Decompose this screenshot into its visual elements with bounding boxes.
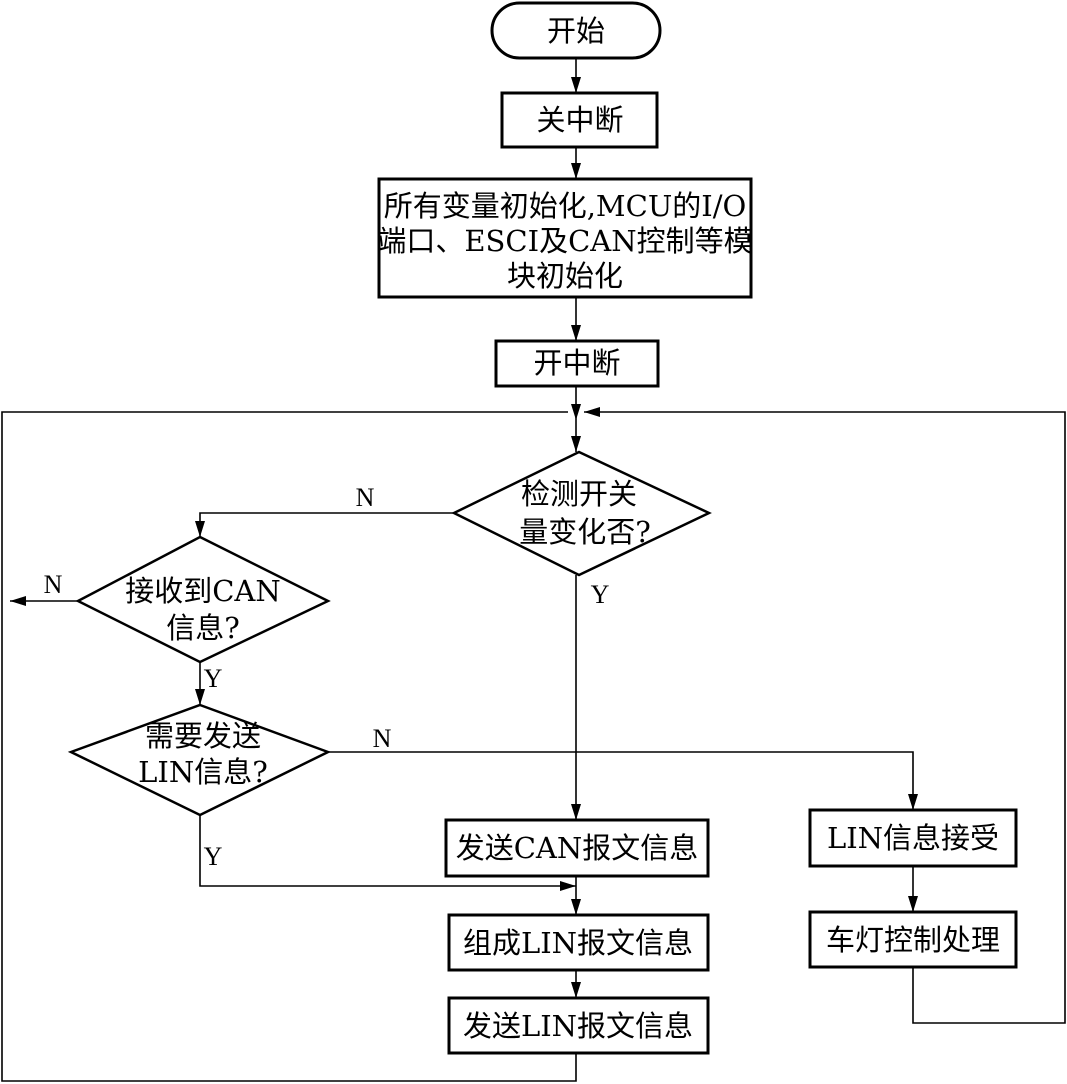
arrowhead-down: [571, 804, 581, 820]
enable-interrupts-text: 开中断: [533, 346, 620, 380]
need-send-lin-text-line1: 需要发送: [145, 719, 261, 753]
arrowhead-down: [571, 982, 581, 998]
init-box: [377, 177, 753, 299]
lin-receive-box: [808, 808, 1018, 868]
start-terminal: [490, 1, 662, 60]
disable-interrupts-text: 关中断: [536, 103, 623, 137]
check-switch-text-line1: 检测开关: [521, 477, 637, 511]
compose-lin-text: 组成LIN报文信息: [463, 926, 693, 960]
edge-lin-yes: [199, 815, 576, 887]
connectors: [1, 58, 1066, 1082]
lamp-control-text: 车灯控制处理: [826, 923, 1000, 957]
edge-loop-left: [1, 411, 577, 1082]
disable-interrupts-box: [500, 91, 659, 149]
send-lin-text: 发送LIN报文信息: [463, 1009, 693, 1043]
start-text: 开始: [547, 14, 605, 48]
arrowhead-left: [10, 596, 26, 606]
send-can-box: [444, 818, 710, 878]
arrowhead-down: [571, 325, 581, 341]
init-text-line2: 端口、ESCI及CAN控制等模: [377, 224, 752, 258]
lamp-control-box: [808, 910, 1018, 969]
arrowhead-right: [560, 881, 576, 891]
arrowhead-down: [571, 899, 581, 915]
send-lin-box: [447, 996, 710, 1055]
receive-can-no-label: N: [44, 570, 63, 599]
need-lin-yes-label: Y: [204, 842, 223, 871]
receive-can-text-line2: 信息?: [166, 611, 240, 645]
send-can-text: 发送CAN报文信息: [456, 831, 699, 865]
need-lin-no-label: N: [373, 724, 392, 753]
check-switch-yes-label: Y: [591, 580, 610, 609]
receive-can-decision: [75, 535, 331, 664]
arrowhead-down: [908, 794, 918, 810]
arrowhead-down: [571, 404, 581, 420]
receive-can-yes-label: Y: [204, 664, 223, 693]
lin-receive-text: LIN信息接受: [827, 821, 999, 855]
arrowhead-down: [908, 896, 918, 912]
arrowhead-left: [584, 407, 600, 417]
init-text-line1: 所有变量初始化,MCU的I/O: [384, 189, 747, 223]
check-switch-decision: [451, 450, 712, 577]
enable-interrupts-box: [494, 339, 660, 388]
branch-labels: N Y N Y N Y: [44, 483, 610, 871]
need-send-lin-decision: [67, 703, 332, 817]
arrowhead-down: [571, 77, 581, 93]
need-send-lin-text-line2: LIN信息?: [138, 755, 268, 789]
receive-can-text-line1: 接收到CAN: [125, 574, 281, 608]
check-switch-no-label: N: [356, 483, 375, 512]
arrowheads: [10, 77, 918, 998]
edge-check-no: [199, 512, 454, 537]
arrowhead-down: [571, 436, 581, 452]
check-switch-text-line2: 量变化否?: [519, 515, 651, 549]
shapes: [67, 1, 1018, 1055]
edge-loop-right: [584, 411, 1066, 1024]
arrowhead-down: [195, 521, 205, 537]
edge-lin-no: [328, 751, 914, 810]
compose-lin-box: [447, 913, 710, 972]
arrowhead-down: [571, 163, 581, 179]
arrowhead-down: [195, 689, 205, 705]
init-text-line3: 块初始化: [507, 259, 623, 293]
node-texts: 开始 关中断 所有变量初始化,MCU的I/O 端口、ESCI及CAN控制等模 块…: [125, 14, 1000, 1043]
